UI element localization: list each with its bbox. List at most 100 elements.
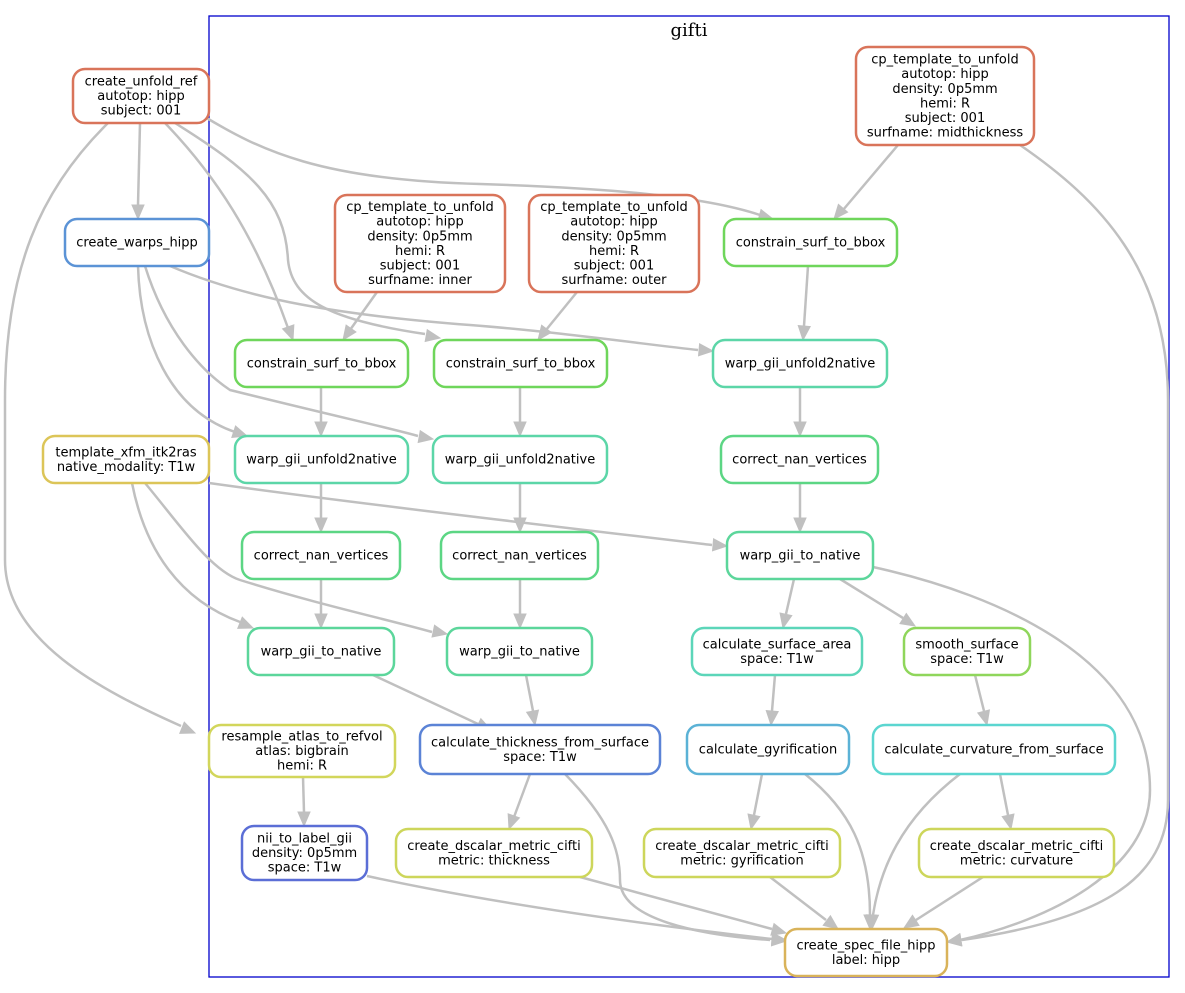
node-param: hemi: R [589,244,639,259]
node-param: hemi: R [395,244,445,259]
node-param: density: 0p5mm [892,82,997,97]
node-param: atlas: bigbrain [255,744,348,759]
arrowhead-smooth-to-calc_curv [976,709,991,727]
node-param: autotop: hipp [376,215,463,230]
node-box [445,626,594,677]
node-box [394,827,594,879]
node-param: subject: 001 [101,104,181,119]
node-param: subject: 001 [574,258,654,273]
node-param: space: T1w [740,652,814,667]
arrowhead-calc_curv-to-ds_curv [1001,813,1015,831]
node-box [871,723,1117,776]
edge-wgn_mid-to-smooth [839,577,904,620]
arrowhead-template_xfm_itk2ras-to-wgn_inner [237,616,255,629]
node-param: density: 0p5mm [561,229,666,244]
node-title: correct_nan_vertices [732,453,867,468]
node-box [690,626,864,677]
node-cnv-mid: correct_nan_vertices [719,434,880,485]
edge-cp_mid-to-spec [961,143,1170,942]
node-box [642,827,842,879]
arrowhead-cp_outer-to-csb_outer [537,324,553,342]
arrowhead-ds_curv-to-spec [902,914,920,929]
node-param: space: T1w [268,861,342,876]
node-box [783,927,949,978]
edge-calc_gyr-to-ds_gyr [752,773,764,816]
node-cnv-outer: correct_nan_vertices [439,530,600,581]
edge-wgn_mid-to-calc_area [784,578,796,615]
node-title: warp_gii_to_native [459,645,580,660]
node-box [431,434,609,485]
edge-create_warps_hipp-to-wgu_mid [169,264,699,352]
node-title: constrain_surf_to_bbox [736,236,886,251]
node-box [719,434,880,485]
edge-template_xfm_itk2ras-to-wgn_inner [130,482,241,624]
node-box [432,338,609,389]
node-title: create_warps_hipp [76,236,198,251]
edge-wgn_inner-to-calc_thick [372,673,479,726]
cluster-label: gifti [671,20,708,41]
edge-wgn_outer-to-calc_thick [524,674,535,712]
node-csb-inner: constrain_surf_to_bbox [233,338,410,389]
node-title: calculate_thickness_from_surface [431,735,649,750]
edge-resample-to-nii2lab [301,776,306,813]
arrowhead-cp_inner-to-csb_inner [342,324,357,342]
edges [3,115,1170,947]
node-param: subject: 001 [905,111,985,126]
node-title: cp_template_to_unfold [346,200,494,215]
edge-create_warps_hipp-to-wgu_outer [143,265,419,438]
arrowhead-nii2lab-to-spec [770,932,788,946]
node-csb-outer: constrain_surf_to_bbox [432,338,609,389]
node-title: calculate_gyrification [699,743,837,758]
node-title: correct_nan_vertices [254,549,389,564]
node-param: space: T1w [930,652,1004,667]
node-title: resample_atlas_to_refvol [221,729,382,744]
arrowhead-wgu_outer-to-cnv_outer [513,517,527,534]
arrowhead-wgu_mid-to-cnv_mid [793,421,807,438]
node-wgn-outer: warp_gii_to_native [445,626,594,677]
arrowhead-wgn_outer-to-calc_thick [525,709,540,727]
node-title: warp_gii_unfold2native [445,453,595,468]
node-title: cp_template_to_unfold [871,53,1019,68]
arrowhead-ds_gyr-to-spec [822,914,840,930]
node-box [240,530,402,581]
edge-nii2lab-to-spec [366,874,773,941]
arrowhead-wgn_mid-to-calc_area [779,612,793,630]
node-title: constrain_surf_to_bbox [446,357,596,372]
arrowhead-cp_mid-to-csb_mid [833,203,849,220]
node-param: metric: thickness [438,853,550,868]
node-param: native_modality: T1w [57,460,196,475]
node-param: autotop: hipp [97,89,184,104]
edge-create_unfold_ref-to-create_warps_hipp [136,122,142,206]
node-param: autotop: hipp [901,67,988,82]
edge-template_xfm_itk2ras-to-wgn_outer [144,482,433,634]
edge-csb_mid-to-wgu_mid [802,265,810,327]
node-box [41,434,211,485]
arrowhead-cnv_mid-to-wgn_mid [793,517,807,534]
arrowhead-csb_mid-to-wgu_mid [797,324,811,342]
node-title: warp_gii_unfold2native [246,453,396,468]
node-box [722,217,899,268]
arrowhead-calc_gyr-to-ds_gyr [747,813,761,831]
node-title: create_dscalar_metric_cifti [407,839,581,854]
arrowhead-calc_curv-to-spec [865,914,880,931]
node-box [333,193,507,294]
node-title: smooth_surface [915,637,1018,652]
node-box [207,723,397,779]
node-wgu-inner: warp_gii_unfold2native [233,434,410,485]
arrowhead-create_warps_hipp-to-wgu_inner [231,425,249,438]
arrowhead-template_xfm_itk2ras-to-wgn_outer [431,624,449,638]
node-title: calculate_curvature_from_surface [884,743,1103,758]
node-title: warp_gii_unfold2native [725,357,875,372]
node-wgn-mid: warp_gii_to_native [725,530,875,581]
arrowhead-wgn_mid-to-smooth [899,612,917,627]
edge-calc_thick-to-ds_thick [512,773,532,818]
edge-ds_curv-to-spec [915,875,984,922]
node-param: label: hipp [832,953,900,968]
